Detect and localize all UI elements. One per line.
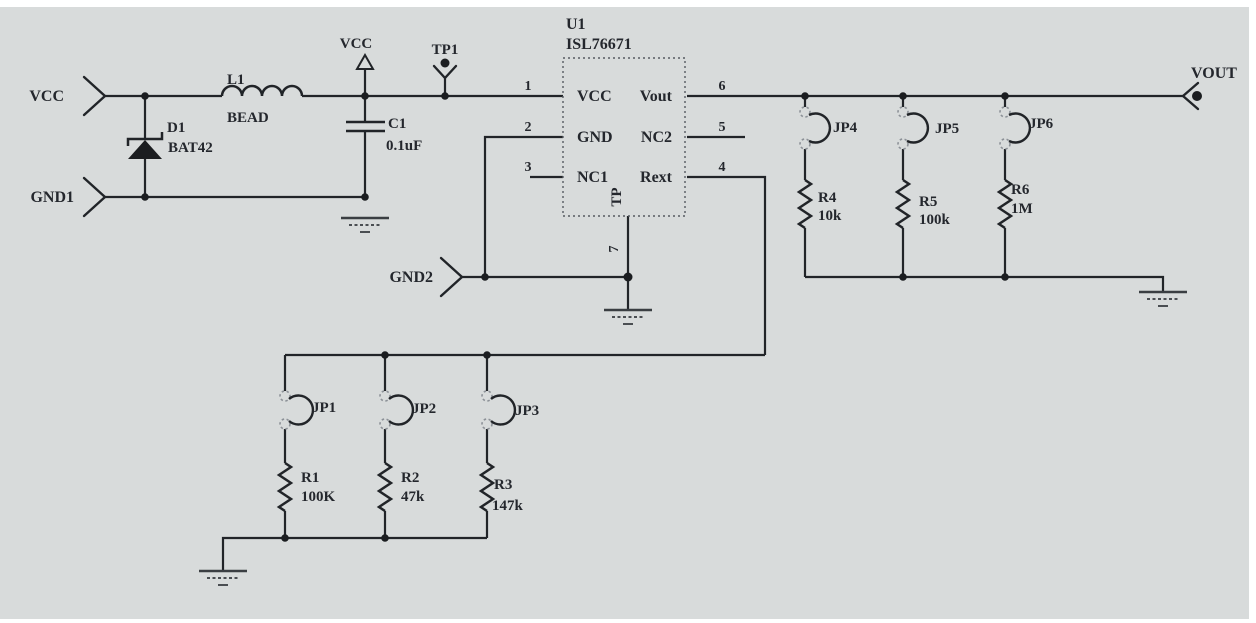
vcc-connector-icon: [82, 75, 107, 117]
u1-pin6-number: 6: [719, 79, 726, 94]
sheet-background: [0, 7, 1249, 619]
u1-pin1-number: 1: [525, 79, 532, 94]
ground-symbol-c1: [341, 216, 389, 233]
jp5-jumper-symbol: [897, 106, 930, 150]
jp1-ref-label: JP1: [312, 400, 336, 416]
wire-pin4: [687, 175, 767, 355]
ground-symbol-right: [1139, 290, 1187, 307]
jp5-ref-label: JP5: [935, 121, 959, 137]
r1-resistor-symbol: [276, 461, 294, 513]
jp4-ref-label: JP4: [833, 120, 858, 136]
l1-inductor-symbol: [220, 84, 304, 97]
gnd1-connector-label: GND1: [30, 189, 74, 206]
u1-pin-name-rext: Rext: [640, 169, 673, 186]
jp3-jumper-symbol: [481, 390, 517, 430]
u1-pin7-number: 7: [607, 246, 622, 253]
gnd2-connector-label: GND2: [389, 269, 433, 286]
u1-pin4-number: 4: [719, 160, 726, 175]
r3-ref-label: R3: [494, 477, 512, 493]
u1-ref-label: U1: [566, 16, 586, 33]
r5-ref-label: R5: [919, 194, 937, 210]
jp6-ref-label: JP6: [1029, 116, 1054, 132]
jp1-jumper-symbol: [279, 390, 315, 430]
gnd1-connector-icon: [82, 176, 107, 218]
u1-pin3-number: 3: [525, 160, 532, 175]
gnd2-connector-icon: [439, 256, 464, 298]
r3-value-label: 147k: [492, 498, 524, 514]
vcc-power-flag-icon: [355, 52, 375, 70]
d1-diode-symbol: [126, 132, 164, 159]
u1-part-label: ISL76671: [566, 36, 632, 53]
r4-ref-label: R4: [818, 190, 837, 206]
jp2-jumper-symbol: [379, 390, 415, 430]
r4-value-label: 10k: [818, 208, 842, 224]
d1-triangle: [128, 140, 162, 159]
u1-ic-body: [562, 57, 686, 217]
r2-value-label: 47k: [401, 489, 425, 505]
jp6-jumper-symbol: [999, 106, 1032, 150]
vout-connector-label: VOUT: [1191, 65, 1237, 82]
c1-capacitor-symbol: [346, 120, 385, 133]
vout-chevron: [1181, 81, 1200, 111]
ground-symbol-pin7: [604, 308, 652, 325]
d1-value-label: BAT42: [168, 140, 213, 156]
u1-pin5-number: 5: [719, 120, 726, 135]
junction-dots: [141, 92, 1009, 542]
r4-resistor-symbol: [796, 178, 814, 230]
r1-value-label: 100K: [301, 489, 336, 505]
jp2-ref-label: JP2: [412, 401, 436, 417]
l1-ref-label: L1: [227, 72, 245, 88]
vout-pin-dot: [1192, 91, 1202, 101]
vcc-connector-label: VCC: [29, 88, 64, 105]
wires: [105, 69, 1183, 571]
r6-ref-label: R6: [1011, 182, 1030, 198]
u1-pin-name-tp: TP: [609, 187, 625, 206]
r5-value-label: 100k: [919, 212, 951, 228]
jp4-jumper-symbol: [799, 106, 832, 150]
tp1-testpoint-icon: [432, 58, 458, 80]
u1-pin-name-nc2: NC2: [641, 129, 672, 146]
vcc-power-flag-label: VCC: [340, 36, 373, 52]
u1-pin2-number: 2: [525, 120, 532, 135]
r2-resistor-symbol: [376, 461, 394, 513]
wire-r456-bottom-rail: [805, 275, 1165, 292]
wire-r123-bottom-rail: [221, 536, 487, 571]
wire-pin2: [483, 135, 563, 277]
d1-ref-label: D1: [167, 120, 185, 136]
r1-ref-label: R1: [301, 470, 319, 486]
ground-symbol-bottom-left: [199, 569, 247, 586]
l1-value-label: BEAD: [227, 110, 269, 126]
r6-value-label: 1M: [1011, 201, 1033, 217]
r5-resistor-symbol: [894, 178, 912, 230]
c1-value-label: 0.1uF: [386, 138, 422, 154]
tp1-prongs: [432, 64, 458, 80]
u1-pin-name-nc1: NC1: [577, 169, 608, 186]
u1-pin-name-gnd: GND: [577, 129, 613, 146]
u1-pin-name-vcc: VCC: [577, 88, 612, 105]
r2-ref-label: R2: [401, 470, 419, 486]
tp1-label: TP1: [432, 42, 459, 58]
c1-ref-label: C1: [388, 116, 406, 132]
u1-pin-name-vout: Vout: [640, 88, 673, 105]
r3-resistor-symbol: [478, 461, 496, 513]
d1-schottky-bar: [126, 132, 164, 146]
tp1-ball: [440, 58, 450, 68]
r6-resistor-symbol: [996, 178, 1014, 230]
vout-connector-icon: [1181, 81, 1202, 111]
jp3-ref-label: JP3: [515, 403, 539, 419]
